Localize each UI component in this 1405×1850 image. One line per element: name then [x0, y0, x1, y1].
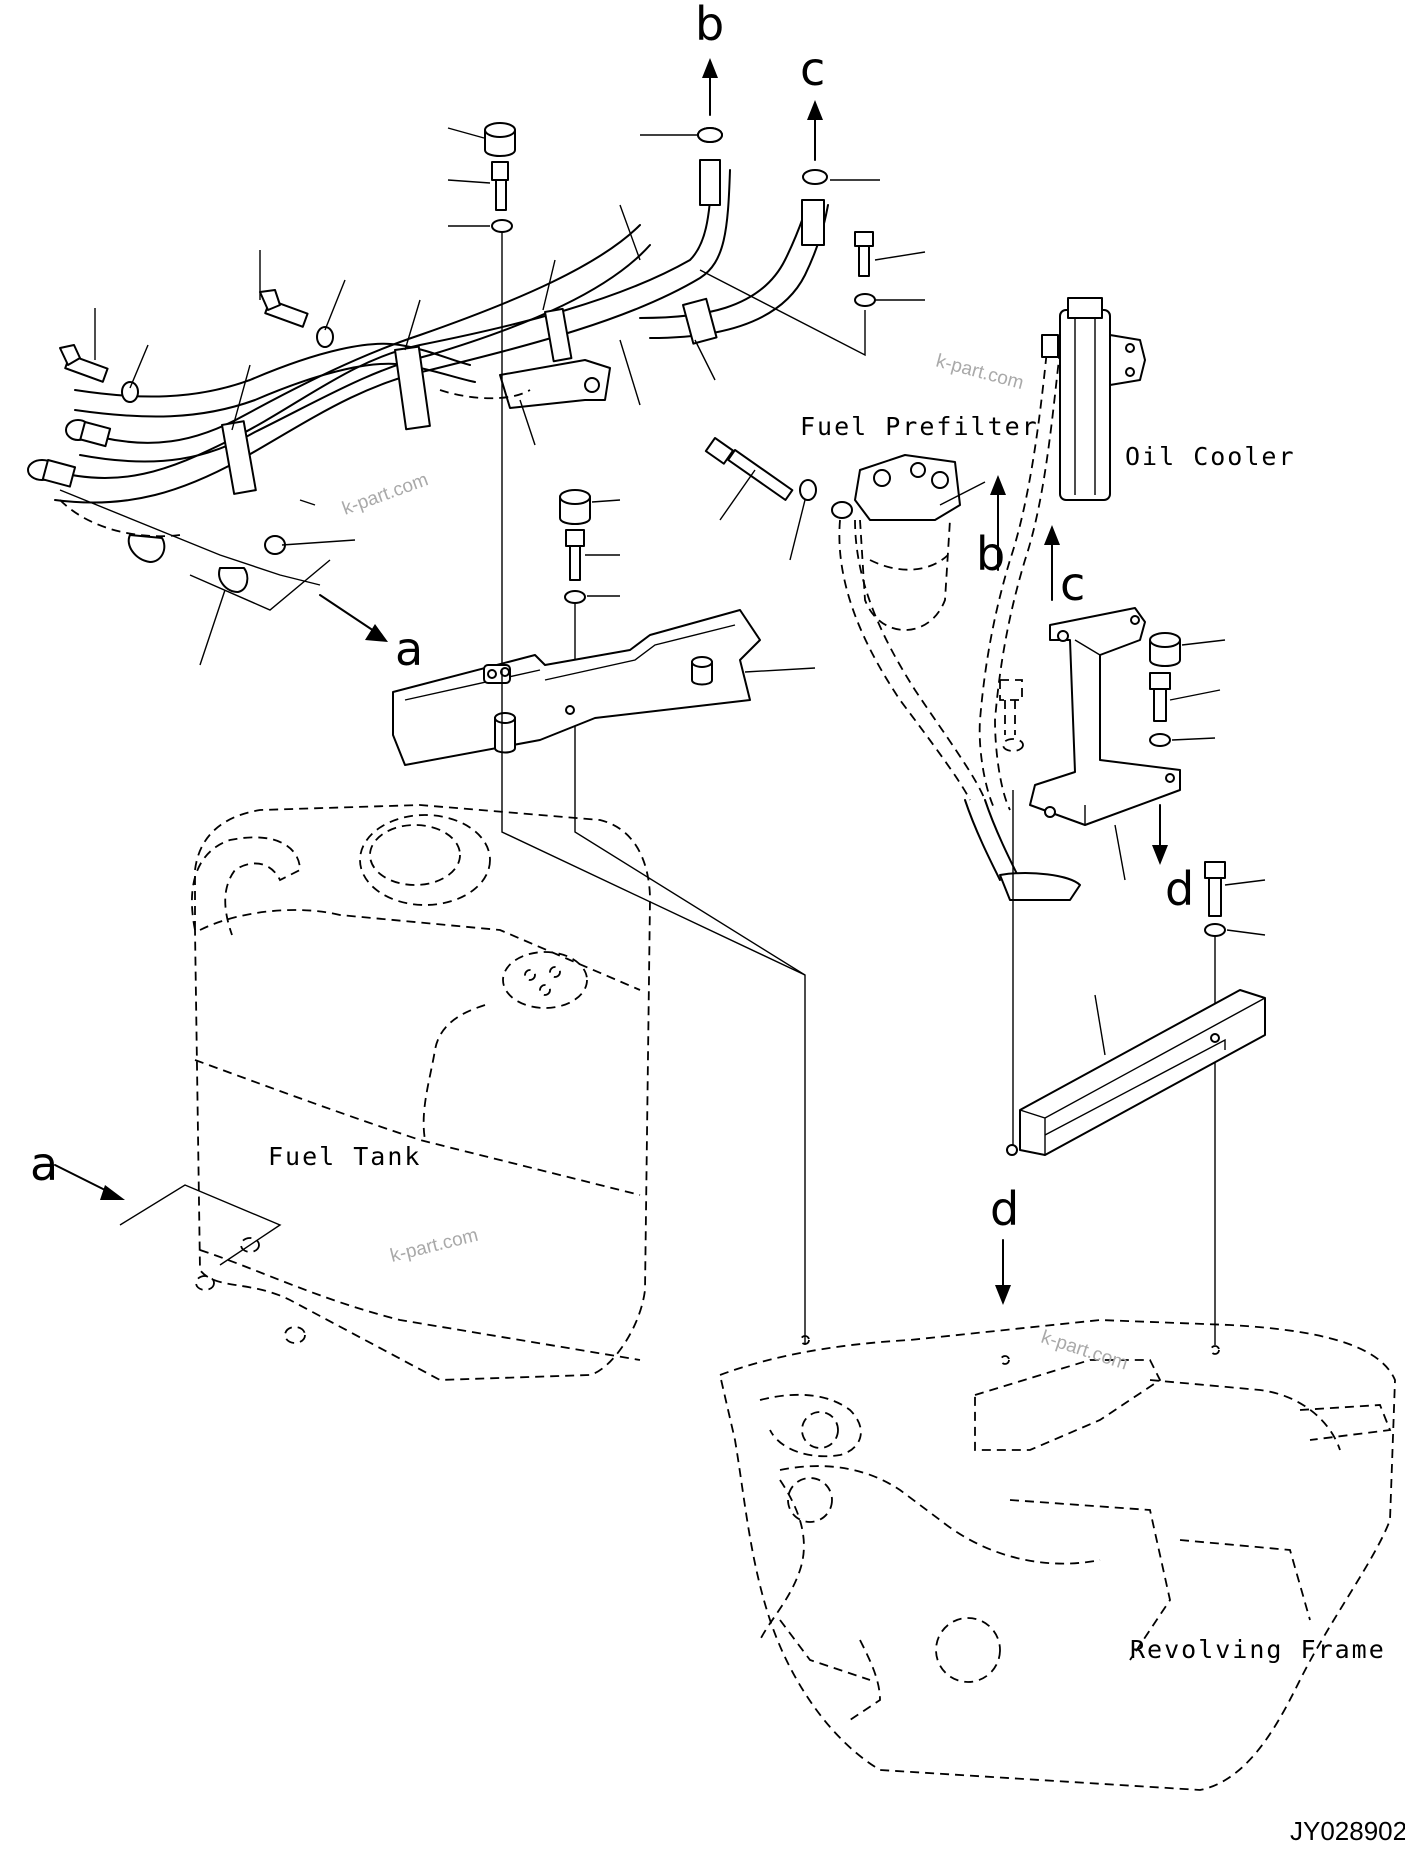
mounting-bracket: a	[392, 609, 816, 766]
ref-a-tank: a	[30, 1137, 58, 1191]
fuel-tank-label: Fuel Tank	[268, 1142, 421, 1171]
top-hardware	[447, 122, 926, 1345]
ref-a-top: a	[395, 622, 423, 676]
drawing-code: JY028902	[1290, 1816, 1405, 1846]
ref-b-prefilter: b	[976, 527, 1005, 581]
fuel-prefilter-assembly: b Fuel Prefilter	[704, 412, 1081, 901]
reference-arrows: b c	[695, 0, 825, 161]
ref-d-upper: d	[1165, 862, 1194, 916]
hose-assembly	[27, 127, 829, 666]
oil-cooler-label: Oil Cooler	[1125, 442, 1296, 471]
right-bracket-assembly: d d	[990, 607, 1266, 1345]
watermark-1: k-part.com	[934, 351, 1026, 395]
ref-d-lower: d	[990, 1182, 1019, 1236]
watermark-3: k-part.com	[388, 1225, 480, 1267]
watermark-2: k-part.com	[340, 469, 432, 519]
fuel-prefilter-label: Fuel Prefilter	[800, 412, 1039, 441]
ref-c-cooler: c	[1060, 557, 1085, 611]
fuel-tank: a Fuel Tank	[30, 804, 651, 1381]
oil-cooler-assembly: c Oil Cooler	[978, 297, 1296, 811]
revolving-frame: Revolving Frame	[501, 670, 1396, 1791]
ref-b-top: b	[695, 0, 724, 51]
watermark-4: k-part.com	[1038, 1327, 1130, 1375]
revolving-frame-label: Revolving Frame	[1130, 1635, 1386, 1664]
ref-c-top: c	[800, 42, 825, 96]
